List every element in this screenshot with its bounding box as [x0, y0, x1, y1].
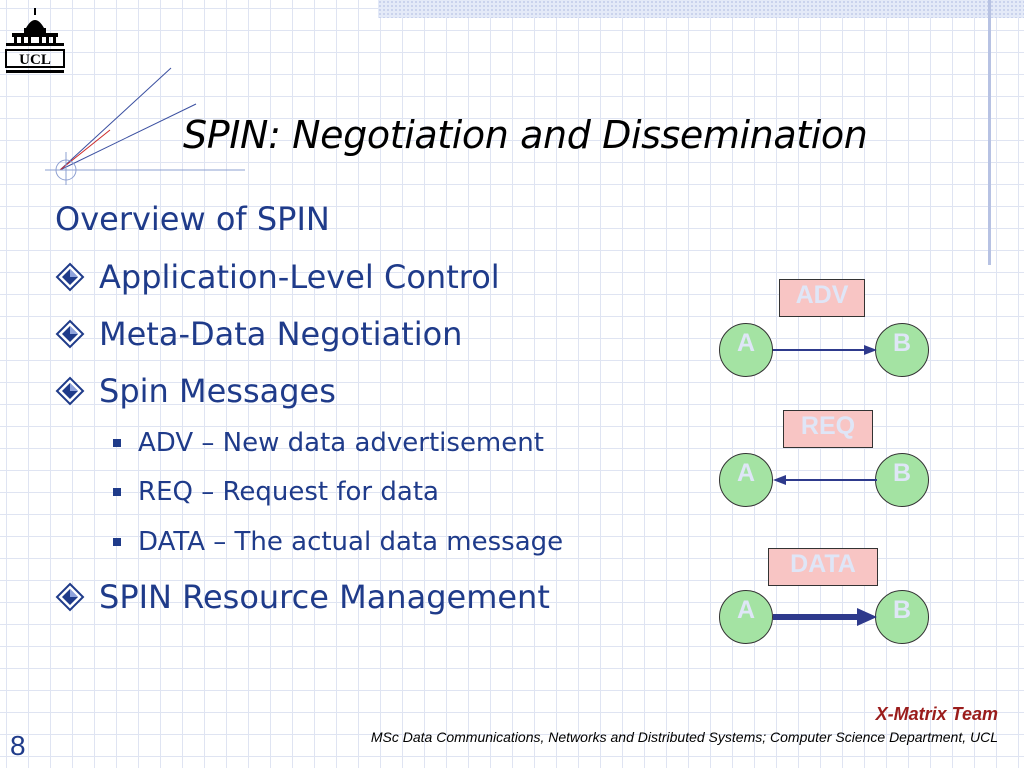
- logo-text: UCL: [19, 52, 51, 68]
- bullet-label: SPIN Resource Management: [99, 578, 550, 616]
- arrow-right-icon: [773, 345, 877, 355]
- overview-heading: Overview of SPIN: [55, 200, 330, 238]
- footer-team-name: X-Matrix Team: [875, 704, 998, 724]
- sub-bullet-label: REQ – Request for data: [138, 477, 439, 507]
- decorative-lines-graphic: [45, 67, 245, 185]
- diamond-bullet-icon: [55, 376, 85, 406]
- node-b: B: [875, 453, 929, 507]
- bullet-item: Spin Messages: [55, 372, 336, 410]
- thick-arrow-right-icon: [773, 608, 877, 626]
- bullet-item: Application-Level Control: [55, 258, 500, 296]
- req-message-box: REQ: [783, 410, 873, 448]
- node-b: B: [875, 323, 929, 377]
- sub-bullet-label: ADV – New data advertisement: [138, 428, 544, 458]
- page-number: 8: [10, 730, 26, 761]
- square-bullet-icon: [113, 488, 121, 496]
- node-a: A: [719, 453, 773, 507]
- slide-title: SPIN: Negotiation and Dissemination: [183, 113, 868, 157]
- sub-bullet-item: REQ – Request for data: [113, 477, 439, 507]
- bullet-label: Meta-Data Negotiation: [99, 315, 463, 353]
- ucl-logo: UCL: [5, 8, 65, 73]
- node-a: A: [719, 323, 773, 377]
- diamond-bullet-icon: [55, 262, 85, 292]
- sub-bullet-item: ADV – New data advertisement: [113, 428, 544, 458]
- bullet-label: Application-Level Control: [99, 258, 500, 296]
- adv-message-box: ADV: [779, 279, 865, 317]
- diamond-bullet-icon: [55, 319, 85, 349]
- diamond-bullet-icon: [55, 582, 85, 612]
- node-a: A: [719, 590, 773, 644]
- bullet-item: Meta-Data Negotiation: [55, 315, 462, 353]
- node-b: B: [875, 590, 929, 644]
- square-bullet-icon: [113, 538, 121, 546]
- right-decorative-rule: [988, 0, 991, 265]
- footer-course-text: MSc Data Communications, Networks and Di…: [370, 729, 998, 745]
- data-message-box: DATA: [768, 548, 878, 586]
- square-bullet-icon: [113, 439, 121, 447]
- sub-bullet-label: DATA – The actual data message: [138, 527, 564, 557]
- arrow-left-icon: [773, 475, 877, 485]
- top-decorative-band: [378, 0, 1024, 18]
- spin-message-diagram: ADV A B REQ A B DATA A B: [710, 270, 950, 660]
- bullet-label: Spin Messages: [99, 372, 336, 410]
- bullet-item: SPIN Resource Management: [55, 578, 550, 616]
- sub-bullet-item: DATA – The actual data message: [113, 527, 563, 557]
